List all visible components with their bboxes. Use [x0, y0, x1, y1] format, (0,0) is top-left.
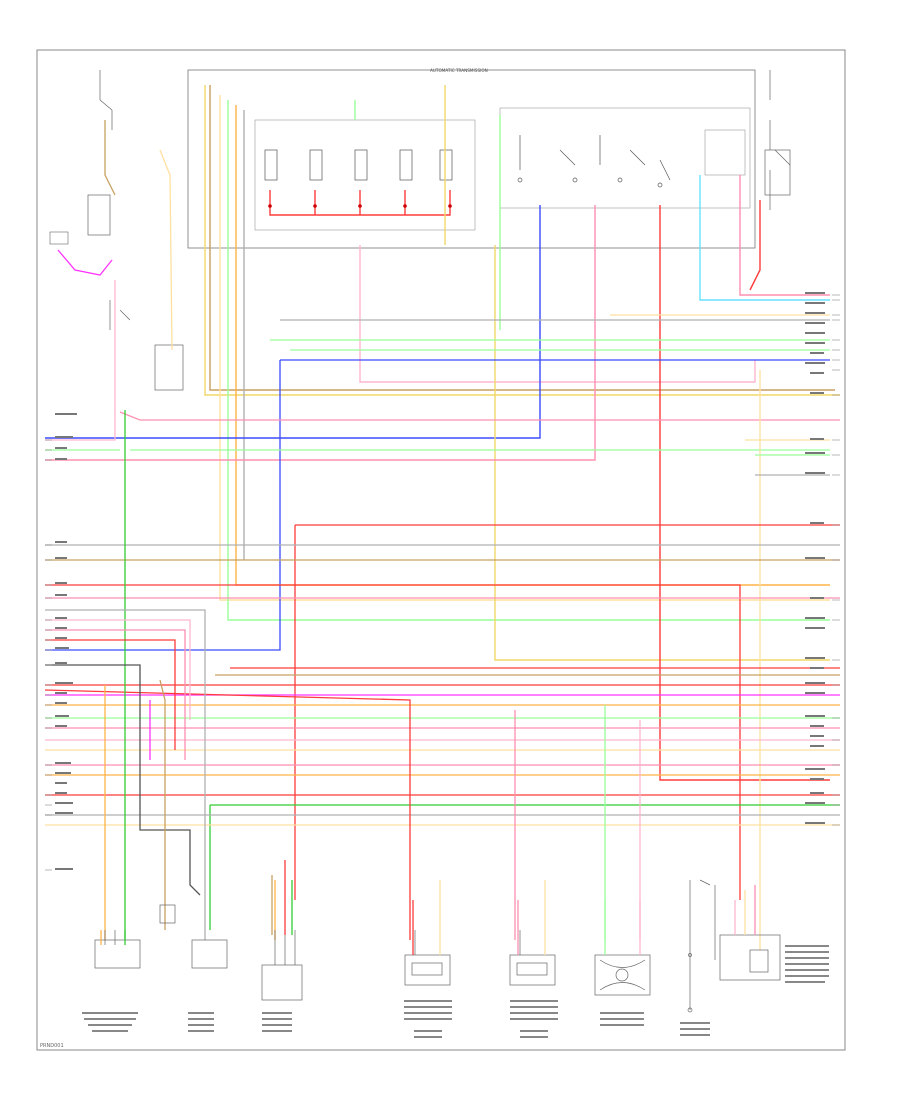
pressure-switches	[517, 135, 671, 188]
solenoid-pack-box	[254, 119, 476, 231]
wire-color-labels	[55, 292, 825, 870]
component-caption-scribbles	[82, 945, 829, 1038]
right-terminal-ticks	[832, 294, 840, 826]
connector-block-icon	[94, 930, 141, 969]
solenoid-1	[264, 149, 278, 181]
connector-block-icon	[261, 930, 303, 1001]
solenoid-3	[354, 149, 368, 181]
left-vertical-wires	[45, 120, 276, 940]
top-left-fuse-area	[87, 70, 184, 391]
solenoid-box-icon	[404, 930, 451, 986]
solenoid-2	[309, 149, 323, 181]
bottom-components	[94, 879, 781, 1013]
top-right-fuse-area	[764, 70, 791, 210]
solenoid-group	[264, 149, 453, 181]
range-switch-box	[704, 129, 746, 176]
switch-icon	[687, 879, 716, 1013]
connector-block-icon	[159, 904, 228, 969]
connector-block-icon	[719, 934, 781, 981]
solenoid-terminal-dots	[268, 204, 452, 208]
bottom-wire-stubs	[100, 860, 756, 955]
page-id: PRND001	[40, 1043, 64, 1049]
right-horizontal-buses	[44, 314, 840, 950]
solenoid-red-bus	[269, 190, 451, 216]
solenoid-box-icon	[509, 930, 556, 986]
transmission-housing-box	[187, 69, 756, 249]
solenoid-5	[439, 149, 453, 181]
diagram-frame	[36, 49, 846, 1051]
sensor-box-icon	[594, 954, 651, 996]
header-label: AUTOMATIC TRANSMISSION	[430, 68, 488, 73]
pressure-switch-manifold-box	[499, 107, 751, 209]
engine-ground-box	[49, 231, 69, 245]
top-vertical-wires	[45, 85, 840, 781]
solenoid-4	[399, 149, 413, 181]
left-terminal-ticks	[45, 439, 52, 871]
